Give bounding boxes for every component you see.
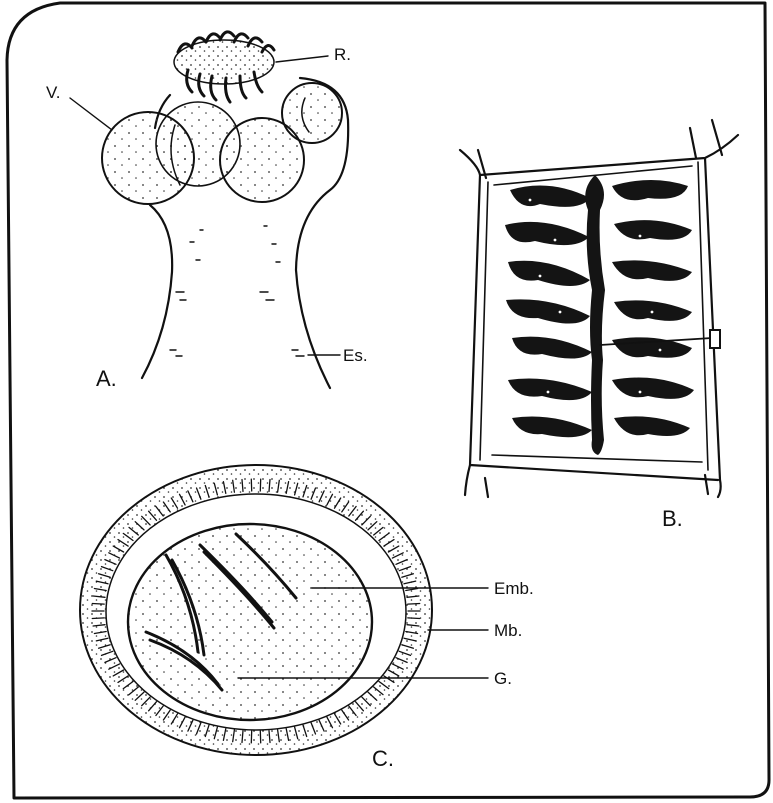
- panel-a-scolex: R. V. Es. A.: [46, 32, 368, 391]
- sucker-4: [282, 83, 342, 143]
- panel-a-letter: A.: [96, 366, 117, 391]
- label-hooks: G.: [494, 669, 512, 688]
- branched-uterus: [505, 175, 694, 455]
- label-rostellum: R.: [334, 45, 351, 64]
- label-neck: Es.: [343, 346, 368, 365]
- shell-striation: [408, 618, 420, 619]
- label-sucker: V.: [46, 83, 61, 102]
- leader-rostellum: [276, 56, 328, 62]
- label-embryo: Emb.: [494, 579, 534, 598]
- label-membrane: Mb.: [494, 621, 522, 640]
- panel-c-egg: Emb. Mb. G. C.: [80, 465, 534, 771]
- embryo: [128, 524, 372, 720]
- panel-c-letter: C.: [372, 746, 394, 771]
- panel-b-letter: B.: [662, 506, 683, 531]
- shell-striation: [92, 604, 104, 605]
- panel-b-proglottid: B.: [460, 120, 738, 531]
- leader-sucker: [70, 98, 112, 130]
- shell-striation: [408, 604, 420, 605]
- genital-pore: [710, 330, 720, 348]
- neck-stipple: [170, 226, 304, 356]
- shell-striation: [92, 618, 104, 619]
